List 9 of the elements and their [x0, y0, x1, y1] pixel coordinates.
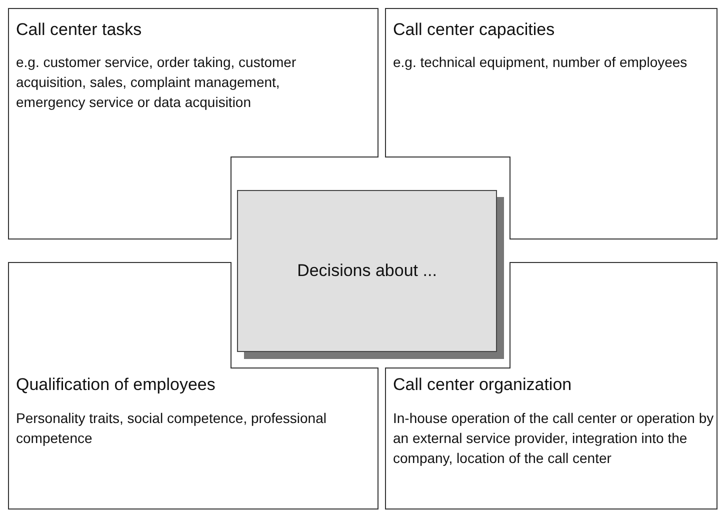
panel-text: In-house operation of the call center or operation by an external service provider, integration into the company, location of the call center [393, 409, 715, 468]
panel-heading: Call center tasks [16, 20, 142, 40]
panel-text: Personality traits, social competence, professional competence [16, 409, 328, 448]
panel-text: e.g. technical equipment, number of employees [393, 53, 688, 72]
box-label: Decisions about ... [297, 261, 437, 281]
panel-text: e.g. customer service, order taking, customer acquisition, sales, complaint management, emergency service or data acquisition [16, 53, 298, 112]
panel-heading: Qualification of employees [16, 375, 216, 395]
panel-heading: Call center organization [393, 375, 572, 395]
panel-heading: Call center capacities [393, 20, 555, 40]
